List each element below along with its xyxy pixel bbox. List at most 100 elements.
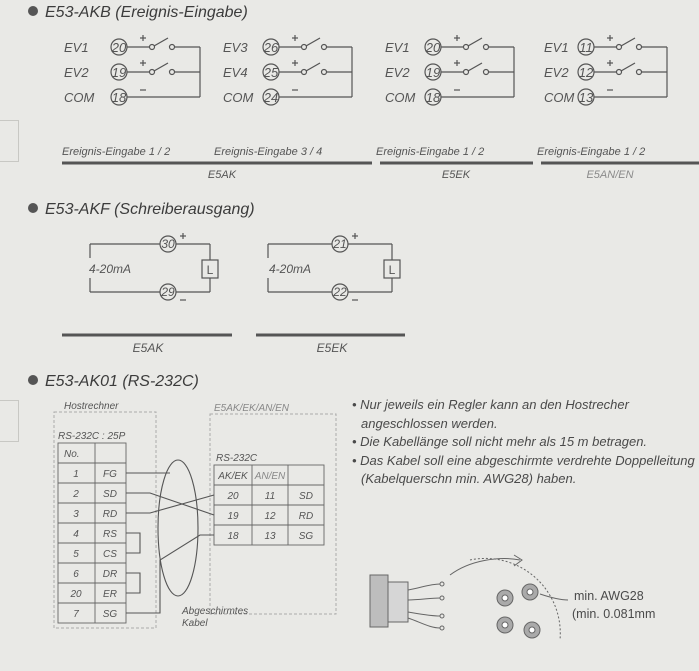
akf-terminal: 22 [332,285,347,299]
svg-text:Kabel: Kabel [182,618,208,629]
svg-text:13: 13 [264,531,276,542]
akb-label: EV1 [544,40,569,55]
svg-text:FG: FG [103,469,117,480]
akb-label: EV4 [223,65,248,80]
akf-current: 4-20mA [89,262,131,276]
akb-label: EV2 [385,65,410,80]
bullet-icon [28,203,38,213]
akb-terminal: 18 [426,90,441,105]
akb-block-1 [110,35,201,106]
shield-label: Abgeschirmtes Kabel [181,606,248,629]
svg-text:3: 3 [73,509,79,520]
bullet-icon [28,375,38,385]
akb-terminal: 11 [579,40,593,55]
svg-text:RD: RD [103,509,117,520]
svg-text:SD: SD [299,491,313,502]
svg-text:AN/EN: AN/EN [254,471,286,482]
akb-terminal: 19 [426,65,440,80]
akb-label: COM [544,90,575,105]
akb-terminal: 12 [579,65,594,80]
akf-model: E5EK [317,341,349,355]
akf-terminal: 21 [332,237,346,251]
akb-caption: Ereignis-Eingabe 1 / 2 [376,146,484,158]
akb-label: EV1 [385,40,410,55]
svg-text:12: 12 [264,511,276,522]
host-table-header: No. [64,449,80,460]
akb-label: COM [223,90,254,105]
load-box [201,259,219,279]
page-edge-mark [0,120,19,162]
akb-terminal: 20 [111,40,127,55]
akb-model: E5AN/EN [586,169,633,181]
svg-text:5: 5 [73,549,79,560]
svg-text:RD: RD [299,511,313,522]
svg-text:20: 20 [69,589,82,600]
akb-block-3 [424,35,515,106]
svg-text:Abgeschirmtes: Abgeschirmtes [181,606,248,617]
cable-jacket [369,574,389,628]
note-item: • Die Kabellänge soll nicht mehr als 15 … [352,434,648,449]
akb-model: E5AK [208,169,237,181]
shield-ellipse [157,459,199,597]
svg-text:CS: CS [103,549,117,560]
svg-text:1: 1 [73,469,79,480]
akb-terminal: 18 [112,90,127,105]
host-frame [53,411,157,629]
akb-terminal: 20 [425,40,441,55]
akb-label: EV1 [64,40,89,55]
akb-terminal: 13 [579,90,594,105]
section-title-akb: E53-AKB (Ereignis-Eingabe) [28,4,248,22]
akb-caption: Ereignis-Eingabe 1 / 2 [62,146,170,158]
svg-text:2: 2 [72,489,79,500]
note-item: • Das Kabel soll eine abgeschirmte verdr… [352,452,695,487]
svg-text:SG: SG [103,609,118,620]
awg-label: (min. 0.081mm [572,607,656,621]
akb-caption: Ereignis-Eingabe 3 / 4 [214,146,322,158]
device-table-title: RS-232C [216,453,258,464]
svg-text:7: 7 [73,609,79,620]
akb-label: EV2 [64,65,89,80]
akb-label: EV2 [544,65,569,80]
host-label: Hostrechner [64,401,119,412]
akb-caption: Ereignis-Eingabe 1 / 2 [537,146,645,158]
svg-text:20: 20 [226,491,239,502]
svg-text:19: 19 [227,511,239,522]
akf-load: L [389,263,396,277]
note-item: • Nur jeweils ein Regler kann an den Hos… [352,397,629,431]
svg-text:SD: SD [103,489,117,500]
svg-text:11: 11 [265,491,275,502]
awg-label: min. AWG28 [574,589,644,603]
section-title-akf: E53-AKF (Schreiberausgang) [28,201,255,219]
device-label: E5AK/EK/AN/EN [214,403,290,414]
akf-terminal: 29 [160,285,175,299]
page-edge-mark [0,400,19,442]
svg-text:4: 4 [73,529,79,540]
akb-terminal: 26 [263,40,279,55]
akb-block-4 [577,35,668,106]
rs232-wiring [126,459,215,614]
akb-block-2 [262,35,353,106]
akf-model: E5AK [133,341,165,355]
device-table [213,464,325,546]
rs232-notes: • Nur jeweils ein Regler kann an den Hos… [352,396,697,489]
akf-diagram: 4-20mA 30 29 L E5AK 4-20mA 21 22 L E5EK [62,233,405,355]
akf-terminal: 30 [161,237,175,251]
akb-label: COM [385,90,416,105]
akf-load: L [207,263,214,277]
akb-label: EV3 [223,40,248,55]
akf-current: 4-20mA [269,262,311,276]
akb-diagram: EV1 EV2 COM 20 19 18 EV3 EV4 COM 26 25 2… [62,35,699,181]
akb-model: E5EK [442,169,471,181]
svg-text:AK/EK: AK/EK [217,471,249,482]
svg-text:DR: DR [103,569,117,580]
arrow-curve [449,558,521,576]
svg-text:6: 6 [73,569,79,580]
svg-text:RS: RS [103,529,117,540]
bullet-icon [28,6,38,16]
host-table-title: RS-232C : 25P [58,431,126,442]
svg-text:18: 18 [227,531,239,542]
akb-terminal: 25 [263,65,279,80]
load-box [383,259,401,279]
